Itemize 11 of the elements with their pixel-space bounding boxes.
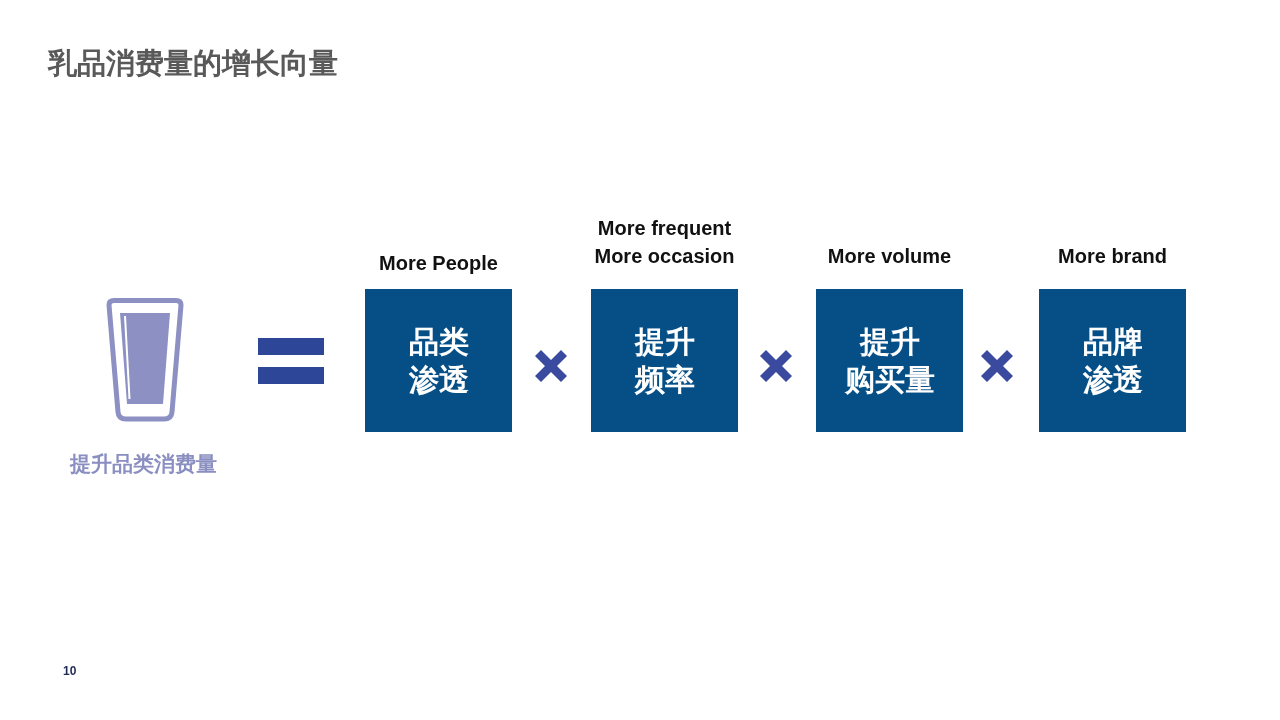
box-heading: More volume — [826, 244, 953, 269]
page-number: 10 — [63, 664, 77, 678]
box-heading: More brand — [1057, 244, 1168, 269]
slide-title: 乳品消费量的增长向量 — [48, 46, 338, 81]
box-text: 提升购买量 — [844, 324, 935, 398]
box-heading: More frequent More occasion — [593, 216, 736, 269]
box-text: 品牌渗透 — [1082, 324, 1143, 398]
box-text: 提升频率 — [634, 324, 695, 398]
box-heading: More People — [378, 251, 499, 276]
glass-caption: 提升品类消费量 — [68, 451, 218, 477]
box-text: 品类渗透 — [408, 324, 469, 398]
